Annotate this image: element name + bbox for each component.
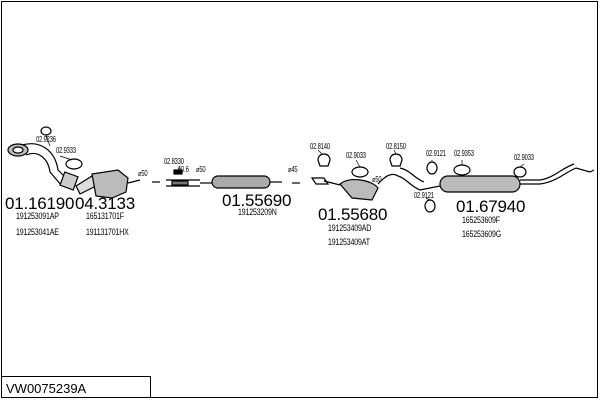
leader-lines [45,134,525,201]
accessory-number: 02.8140 [310,142,330,151]
diameter-label: ⌀50 [196,165,206,174]
diameter-label: ⌀50 [138,169,148,178]
oe-ref: 191253209N [238,207,277,217]
centre-muffler-drawing [200,175,282,189]
middle-pipe-drawing [292,167,441,201]
oe-ref: 165253609G [462,229,502,239]
connecting-pipe-drawing [152,179,200,187]
part-number-catalytic-converter: 04.3133 [75,194,136,213]
accessory-number: 02.9033 [514,153,534,162]
accessory-number: 02.9236 [36,135,56,144]
part-number-centre-muffler: 01.55690 [222,191,292,210]
accessory-number: 60.6 [178,165,189,174]
oe-ref: 191253041AE [16,227,59,237]
accessory-number: 02.9353 [454,149,474,158]
accessory-number: 02.9121 [426,149,446,158]
accessory-number: 02.9121 [414,191,434,200]
part-number-rear-muffler: 01.67940 [456,197,526,216]
oe-ref: 191253409AD [328,223,372,233]
catalytic-converter-drawing [91,169,141,199]
rear-muffler-drawing [439,163,595,193]
part-number-front-pipe: 01.16190 [5,194,75,213]
accessory-number: 02.9033 [346,151,366,160]
diameter-label: ⌀50 [372,175,382,184]
part-number-middle-pipe: 01.55680 [318,205,388,224]
hanger-parts [40,126,527,213]
drawing-code-box: VW0075239A [1,376,151,398]
accessory-number: 02.8150 [386,142,406,151]
oe-ref: 191253091AP [16,211,59,221]
oe-ref: 191131701HX [86,227,129,237]
accessory-number: 02.8330 [164,157,184,166]
front-pipe-drawing [7,143,97,195]
oe-ref: 165253609F [462,215,500,225]
oe-ref: 191253409AT [328,237,370,247]
diameter-label: ⌀45 [288,165,298,174]
accessory-number: 02.9333 [56,146,76,155]
oe-ref: 165131701F [86,211,124,221]
drawing-code: VW0075239A [6,381,87,396]
